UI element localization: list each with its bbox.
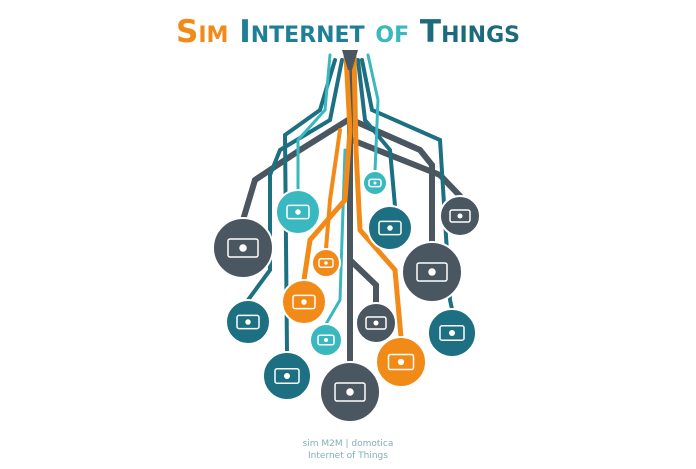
node-gauge-panel [275, 189, 321, 235]
bulldozer-icon [227, 238, 259, 258]
node-wifi-router [319, 361, 381, 423]
node-tanker-truck [262, 351, 312, 401]
node-traffic-light [427, 308, 477, 358]
tractor-icon [449, 209, 471, 223]
node-pos-terminal [401, 241, 463, 303]
title-sim: Sim [176, 14, 229, 50]
node-tractor [439, 195, 481, 237]
solar-panel-icon [236, 314, 260, 330]
vending-machine-icon [387, 353, 415, 371]
connection-lines [240, 52, 463, 363]
node-security-camera [367, 205, 413, 251]
security-camera-icon [378, 220, 402, 236]
wifi-router-icon [334, 382, 366, 402]
water-meter-icon [365, 316, 387, 330]
connected-car-icon [292, 294, 316, 310]
node-smart-meter [362, 170, 388, 196]
pos-terminal-icon [416, 262, 448, 282]
footer: sim M2M | domotica Internet of Things [0, 438, 696, 462]
node-factory [309, 323, 343, 357]
title-things: Things [419, 14, 520, 50]
footer-line-2: Internet of Things [308, 451, 388, 461]
factory-icon [317, 334, 335, 346]
footer-line-1: sim M2M | domotica [302, 439, 394, 449]
node-water-meter [355, 302, 397, 344]
node-bulldozer [212, 217, 274, 279]
tanker-truck-icon [274, 368, 300, 384]
title-internet: Internet [239, 14, 365, 50]
gauge-panel-icon [286, 204, 310, 220]
microchip-icon [318, 258, 334, 268]
node-solar-panel [225, 299, 271, 345]
node-microchip [311, 248, 341, 278]
smart-meter-icon [368, 178, 382, 188]
node-connected-car [281, 279, 327, 325]
title-of: of [375, 14, 410, 50]
node-vending-machine [375, 336, 427, 388]
traffic-light-icon [439, 325, 465, 341]
trunk-top [342, 50, 358, 70]
page-title: Sim Internet of Things [0, 14, 696, 50]
